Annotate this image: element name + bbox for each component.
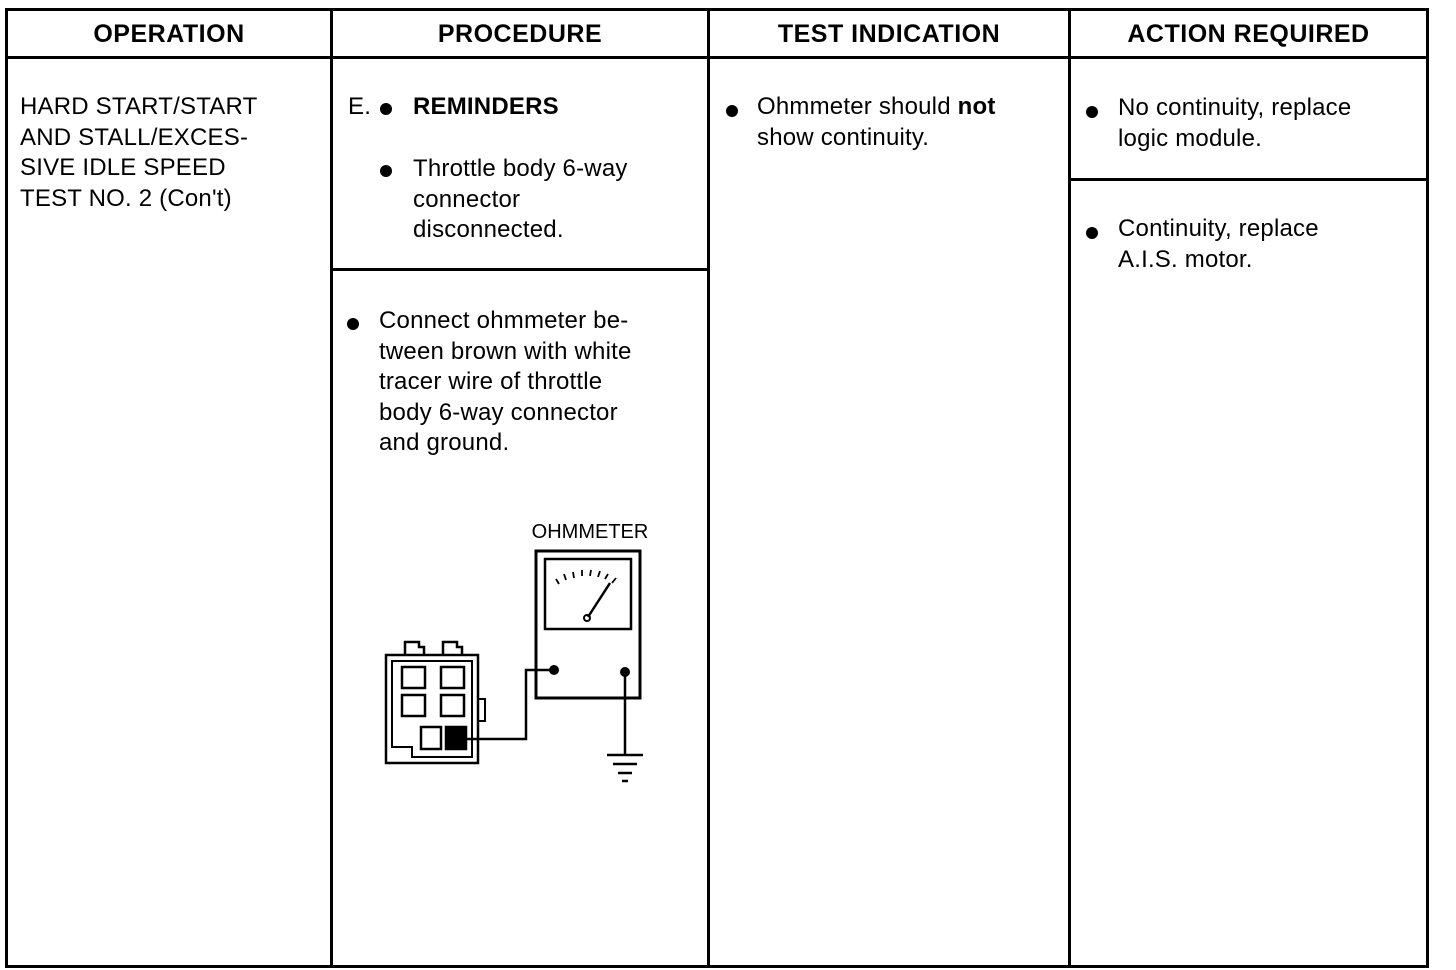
column-divider-1 <box>330 8 333 968</box>
connector-icon <box>384 640 486 765</box>
reminder-line: disconnected. <box>413 216 564 243</box>
action-line: Continuity, replace <box>1118 215 1319 242</box>
action-no-continuity-text: No continuity, replace logic module. <box>1118 93 1423 154</box>
operation-text: HARD START/START AND STALL/EXCES- SIVE I… <box>20 92 325 214</box>
table-top-border <box>5 8 1429 11</box>
bullet-icon <box>1086 106 1098 118</box>
header-operation: OPERATION <box>93 20 245 48</box>
reminder-line: Throttle body 6-way <box>413 155 628 182</box>
action-line: A.I.S. motor. <box>1118 245 1253 273</box>
ohmmeter-label: OHMMETER <box>531 521 649 543</box>
connect-line: tracer wire of throttle <box>379 368 603 395</box>
test-indication-line: Ohmmeter should not <box>757 93 996 120</box>
operation-line: TEST NO. 2 (Con't) <box>20 184 232 212</box>
action-line: No continuity, replace <box>1118 94 1352 121</box>
action-row-divider <box>1068 178 1429 181</box>
action-line: logic module. <box>1118 124 1263 152</box>
header-procedure: PROCEDURE <box>437 20 603 48</box>
action-continuity-text: Continuity, replace A.I.S. motor. <box>1118 214 1423 275</box>
table-right-border <box>1426 8 1429 968</box>
connect-line: tween brown with white <box>379 337 632 365</box>
bullet-icon <box>1086 227 1098 239</box>
connect-line: Connect ohmmeter be- <box>379 307 629 334</box>
connect-line: and ground. <box>379 429 510 456</box>
procedure-row-divider <box>330 268 710 271</box>
operation-line: SIVE IDLE SPEED <box>20 154 226 181</box>
test-indication-line: show continuity. <box>757 123 930 151</box>
bullet-icon <box>380 165 392 177</box>
operation-line: HARD START/START <box>20 93 258 120</box>
header-action-required: ACTION REQUIRED <box>1127 20 1370 48</box>
connect-text: Connect ohmmeter be- tween brown with wh… <box>379 306 704 459</box>
test-indication-text: Ohmmeter should not show continuity. <box>757 92 1062 153</box>
reminder-line: connector <box>413 185 521 213</box>
bullet-icon <box>347 318 359 330</box>
column-divider-3 <box>1068 8 1071 968</box>
header-test-indication: TEST INDICATION <box>777 20 1001 48</box>
reminder-text: Throttle body 6-way connector disconnect… <box>413 154 703 246</box>
bullet-icon <box>380 103 392 115</box>
operation-line: AND STALL/EXCES- <box>20 123 249 151</box>
ground-icon <box>607 753 643 783</box>
table-left-border <box>5 8 8 968</box>
column-divider-2 <box>707 8 710 968</box>
table-bottom-border <box>5 965 1429 968</box>
ohmmeter-wiring-diagram <box>384 549 643 783</box>
procedure-step-letter: E. <box>348 93 372 120</box>
header-bottom-border <box>5 56 1429 59</box>
reminders-title: REMINDERS <box>413 93 559 120</box>
bullet-icon <box>726 105 738 117</box>
connect-line: body 6-way connector <box>379 398 618 426</box>
